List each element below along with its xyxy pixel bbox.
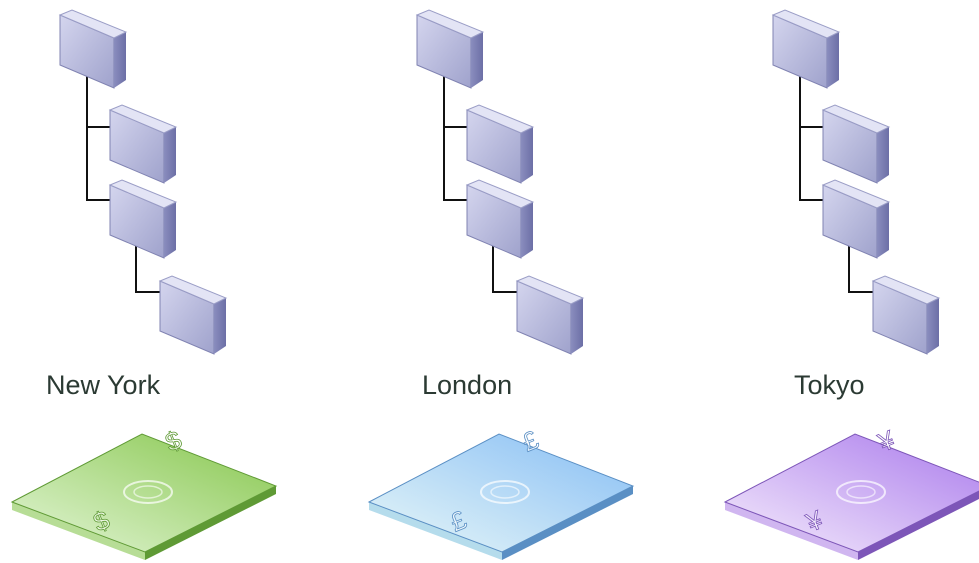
- currency-note-london: ££: [367, 404, 635, 560]
- server-child-2-icon: [465, 179, 535, 259]
- currency-note-tokyo: ¥¥: [723, 404, 979, 560]
- currency-note-new-york: $$: [10, 404, 278, 560]
- panel-london: ££: [367, 9, 635, 560]
- server-grandchild-icon: [515, 275, 585, 355]
- server-root-icon: [58, 9, 128, 89]
- server-child-2-icon: [821, 179, 891, 259]
- server-root-icon: [415, 9, 485, 89]
- server-child-1-icon: [108, 104, 178, 184]
- city-label-london: London: [422, 370, 513, 400]
- panel-new-york: $$: [10, 9, 278, 560]
- city-label-tokyo: Tokyo: [794, 370, 865, 400]
- server-grandchild-icon: [871, 275, 941, 355]
- server-child-1-icon: [821, 104, 891, 184]
- tree-connectors: [799, 72, 873, 293]
- panel-tokyo: ¥¥: [723, 9, 979, 560]
- tree-connectors: [86, 72, 160, 293]
- server-grandchild-icon: [158, 275, 228, 355]
- tree-connectors: [443, 72, 517, 293]
- server-child-1-icon: [465, 104, 535, 184]
- server-root-icon: [771, 9, 841, 89]
- city-label-new-york: New York: [46, 370, 161, 400]
- server-child-2-icon: [108, 179, 178, 259]
